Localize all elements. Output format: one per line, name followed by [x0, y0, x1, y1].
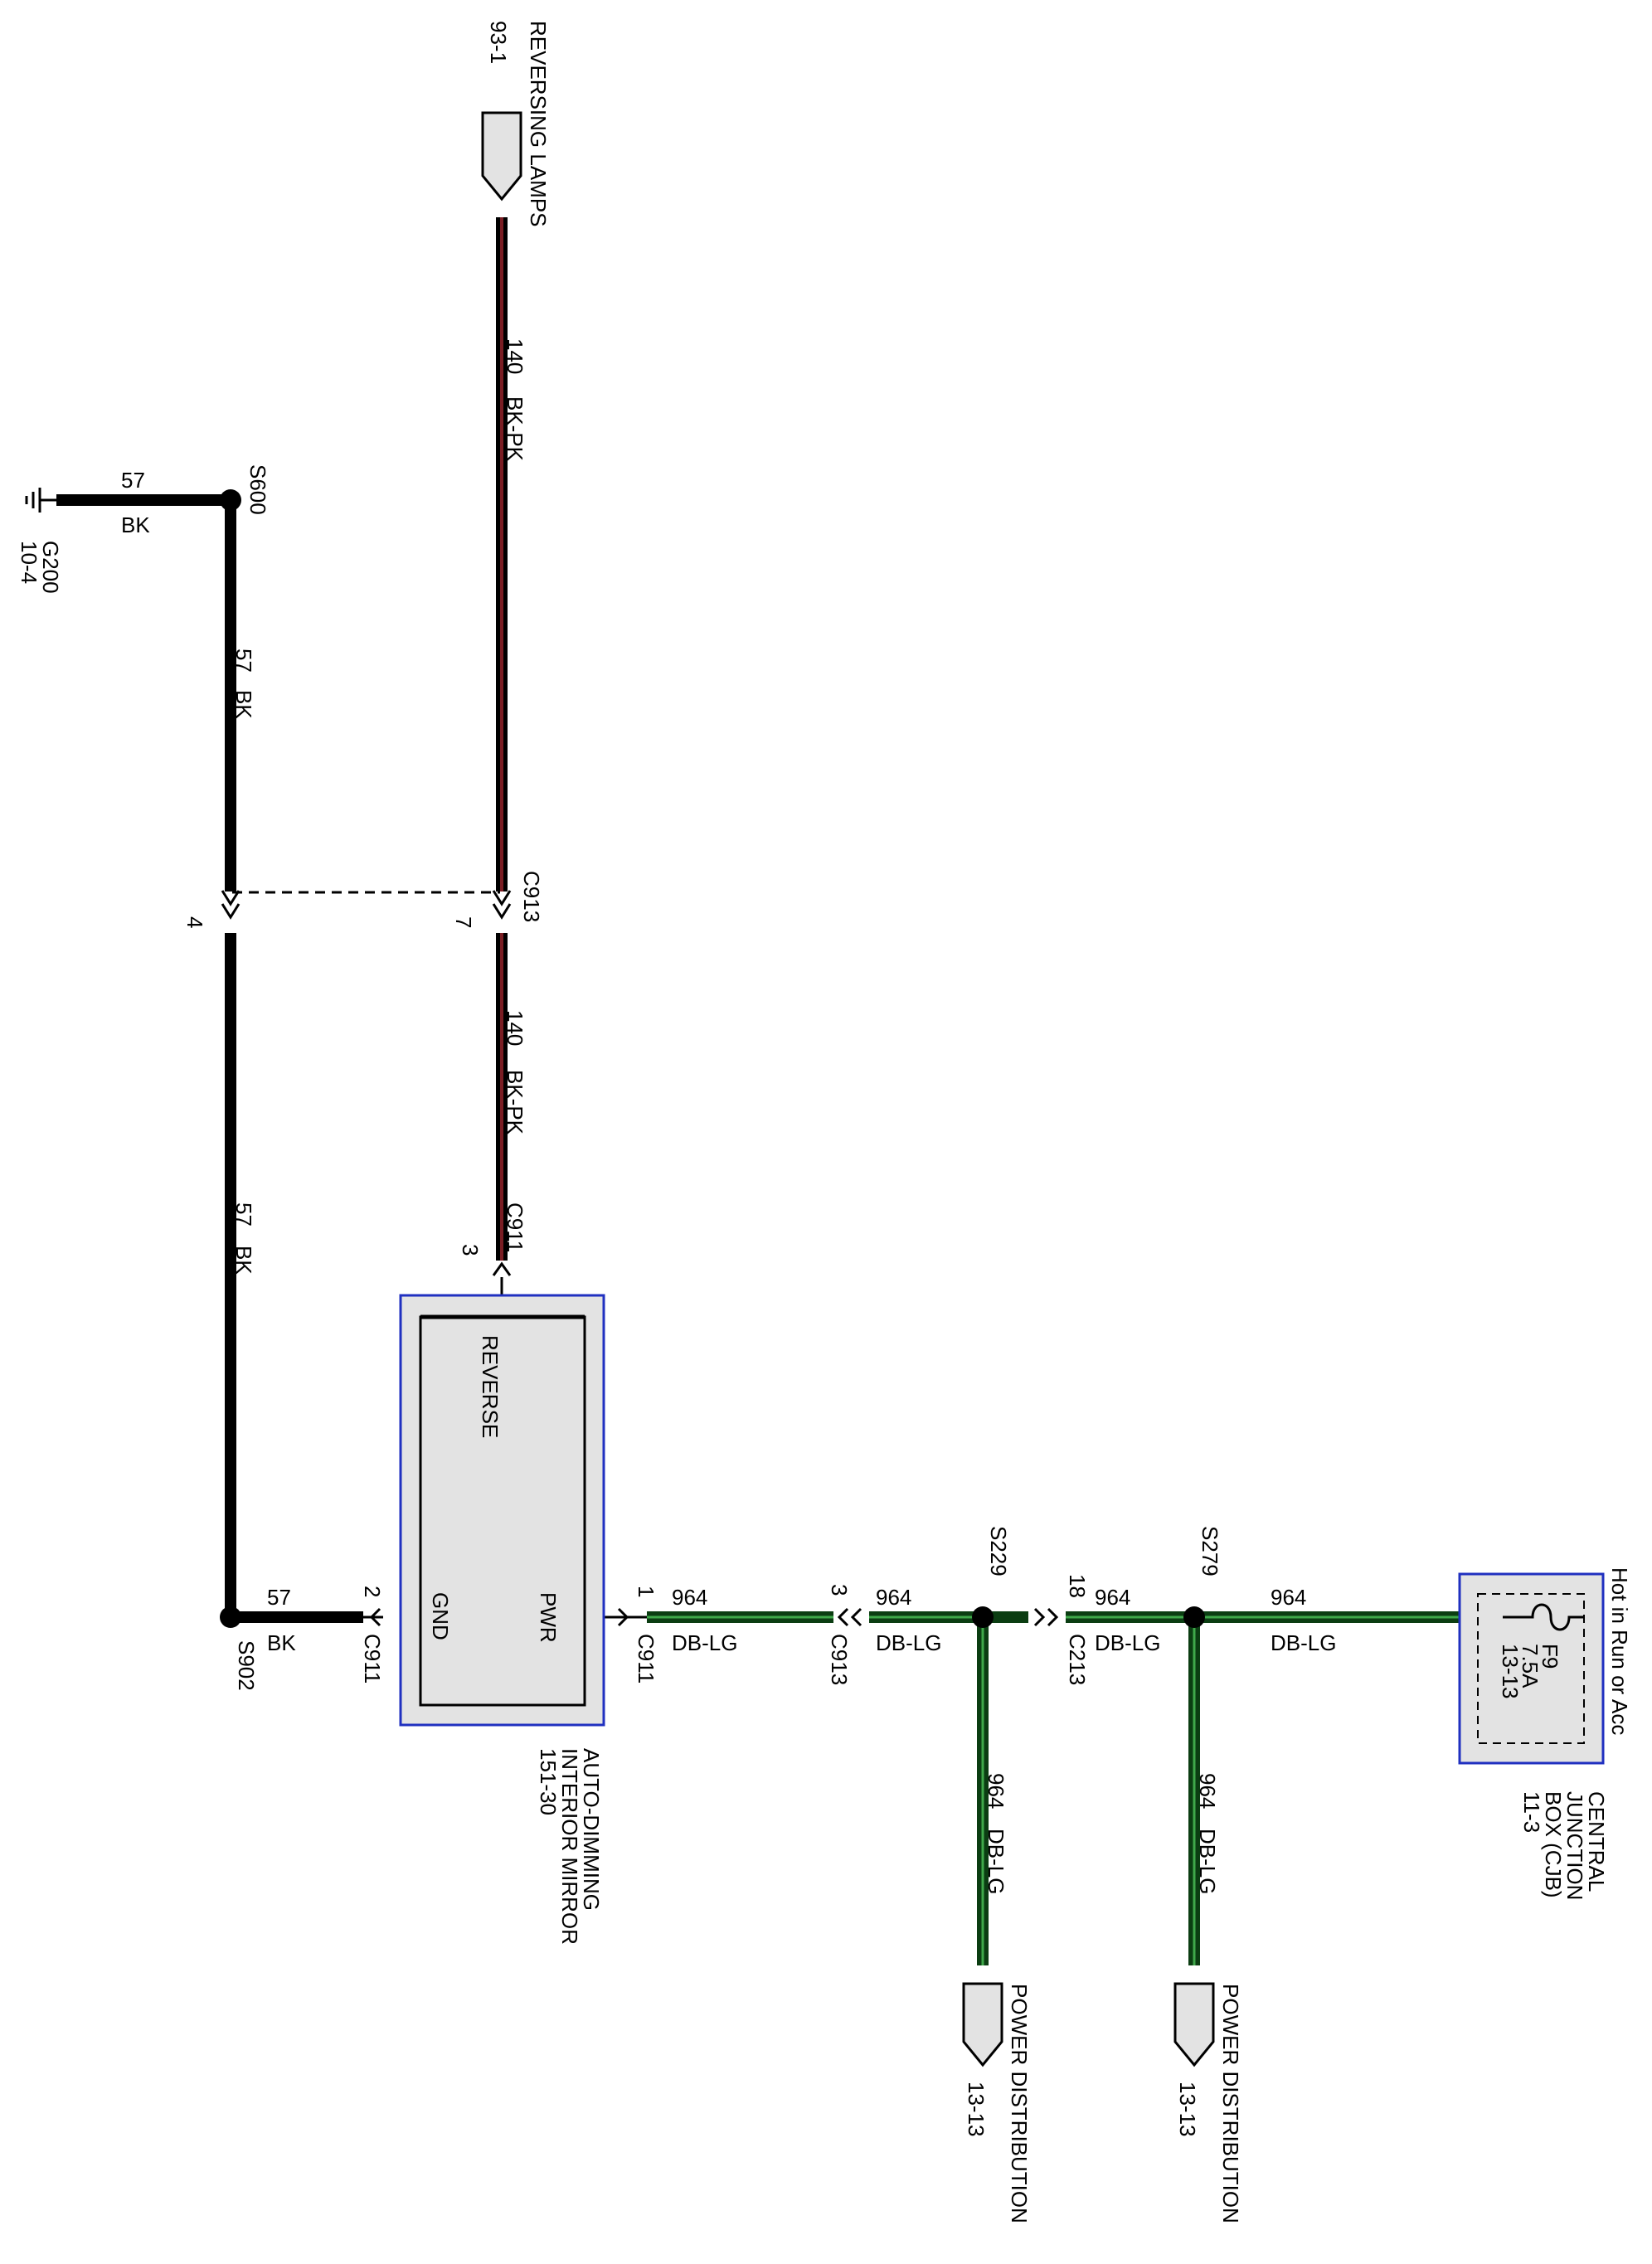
fuse-icon: [1503, 1603, 1584, 1631]
wire-964-db-lg: [585, 1611, 1503, 1965]
auto-dimming-mirror-module: [399, 1294, 605, 1727]
power-distribution-1-ref: 13-13: [964, 2082, 989, 2137]
c911-pin3-chevron-icon: [492, 1261, 512, 1276]
c913-pin4-chevron2-icon: [221, 903, 241, 920]
wire-57-upper-color: BK: [231, 690, 256, 719]
wire-57-top-circuit: 57: [121, 468, 145, 493]
c913-pin4-chevron-icon: [221, 890, 241, 906]
cjb-name-line3: BOX (CJB): [1541, 1791, 1566, 1898]
reversing-lamps-label: REVERSING LAMPS: [526, 21, 551, 227]
mirror-pwr-label: PWR: [536, 1592, 561, 1643]
reversing-lamps-connector-icon: [481, 111, 522, 202]
c913-pin7-chevron-icon: [492, 890, 512, 906]
c213-pin18-chevron2-icon: [1047, 1607, 1059, 1627]
splice-s279-dot: [1183, 1606, 1205, 1628]
cjb-fuse-ref: 13-13: [1498, 1644, 1523, 1699]
cjb-hot-label: Hot in Run or Acc: [1607, 1567, 1632, 1735]
mirror-gnd-label: GND: [428, 1592, 453, 1640]
ground-g200-ref: 10-4: [17, 541, 41, 584]
wire-964-seg2-color: DB-LG: [876, 1630, 941, 1655]
power-distribution-2-label: POWER DISTRIBUTION: [1218, 1984, 1243, 2223]
wire-140-lower-color: BK-PK: [503, 1070, 527, 1135]
splice-s902-label: S902: [234, 1640, 259, 1691]
mirror-name-line2: INTERIOR MIRROR: [557, 1748, 582, 1945]
wire-964-seg4-color: DB-LG: [1271, 1630, 1336, 1655]
c913-bottom-label: C913: [827, 1634, 852, 1685]
cjb-fuse-rating: 7.5A: [1518, 1644, 1543, 1688]
splice-s902-dot: [220, 1606, 241, 1628]
c911-gnd-label: C911: [360, 1634, 385, 1683]
power-distribution-1-label: POWER DISTRIBUTION: [1007, 1984, 1032, 2223]
splice-s600-dot: [220, 489, 241, 511]
cjb-name-line2: JUNCTION: [1562, 1791, 1587, 1900]
wire-964-seg3-circuit: 964: [1095, 1585, 1130, 1610]
wire-57-bk: [56, 494, 383, 1623]
c911-pin2-chevron-icon: [369, 1607, 381, 1627]
mirror-reverse-label: REVERSE: [478, 1335, 503, 1438]
wire-964-seg2-circuit: 964: [876, 1585, 911, 1610]
c911-pin2: 2: [360, 1586, 385, 1597]
splice-s600-label: S600: [245, 464, 270, 515]
wire-964-branch1-color: DB-LG: [984, 1829, 1008, 1894]
cjb-name-line1: CENTRAL: [1584, 1791, 1609, 1892]
c913-label-top: C913: [519, 871, 544, 922]
ground-g200-label: G200: [38, 541, 63, 594]
mirror-ref: 151-30: [536, 1748, 561, 1815]
power-distribution-connector-1-icon: [962, 1982, 1003, 2067]
wire-57-upper-circuit: 57: [231, 649, 256, 673]
wire-57-bottom-circuit: 57: [267, 1585, 291, 1610]
c911-pin1-chevron-icon: [617, 1607, 629, 1627]
wire-964-branch1-circuit: 964: [984, 1773, 1008, 1809]
wire-140-lower-circuit: 140: [503, 1010, 527, 1046]
c913-pin3-chevron2-icon: [850, 1607, 862, 1627]
cjb-fuse-name: F9: [1538, 1644, 1562, 1669]
c213-label: C213: [1065, 1634, 1090, 1685]
splice-s229-label: S229: [986, 1526, 1011, 1577]
wire-140-upper-circuit: 140: [503, 338, 527, 374]
c911-pin3: 3: [458, 1244, 483, 1256]
wire-964-seg3-color: DB-LG: [1095, 1630, 1160, 1655]
wire-964-seg1-color: DB-LG: [672, 1630, 737, 1655]
c913-pin7: 7: [451, 916, 476, 928]
ground-icon: [25, 488, 56, 513]
splice-s229-dot: [972, 1606, 994, 1628]
wire-140-upper-color: BK-PK: [503, 396, 527, 462]
splice-s279-label: S279: [1198, 1526, 1222, 1577]
wire-964-seg1-circuit: 964: [672, 1585, 707, 1610]
power-distribution-connector-2-icon: [1173, 1982, 1215, 2067]
central-junction-box: [1458, 1572, 1605, 1765]
reversing-lamps-ref: 93-1: [486, 21, 511, 64]
wire-57-top-color: BK: [121, 513, 150, 537]
mirror-name-line1: AUTO-DIMMING: [579, 1748, 604, 1911]
power-distribution-2-ref: 13-13: [1175, 2082, 1200, 2137]
wire-57-bottom-color: BK: [267, 1630, 296, 1655]
c911-pwr-label: C911: [634, 1634, 658, 1683]
c911-top-label: C911: [503, 1202, 527, 1252]
c913-pin4: 4: [182, 916, 207, 928]
c213-pin18-chevron-icon: [1033, 1607, 1046, 1627]
wire-964-branch2-circuit: 964: [1195, 1773, 1220, 1809]
c913-pin3-chevron-icon: [837, 1607, 849, 1627]
wire-57-lower-color: BK: [231, 1246, 256, 1275]
wire-964-seg4-circuit: 964: [1271, 1585, 1306, 1610]
c913-pin7-chevron2-icon: [492, 903, 512, 920]
wire-964-branch2-color: DB-LG: [1195, 1829, 1220, 1894]
c913-pin3: 3: [827, 1584, 852, 1596]
cjb-ref: 11-3: [1519, 1791, 1544, 1833]
c911-pin1: 1: [634, 1586, 658, 1597]
wire-57-lower-circuit: 57: [231, 1202, 256, 1227]
c213-pin18: 18: [1065, 1574, 1090, 1598]
